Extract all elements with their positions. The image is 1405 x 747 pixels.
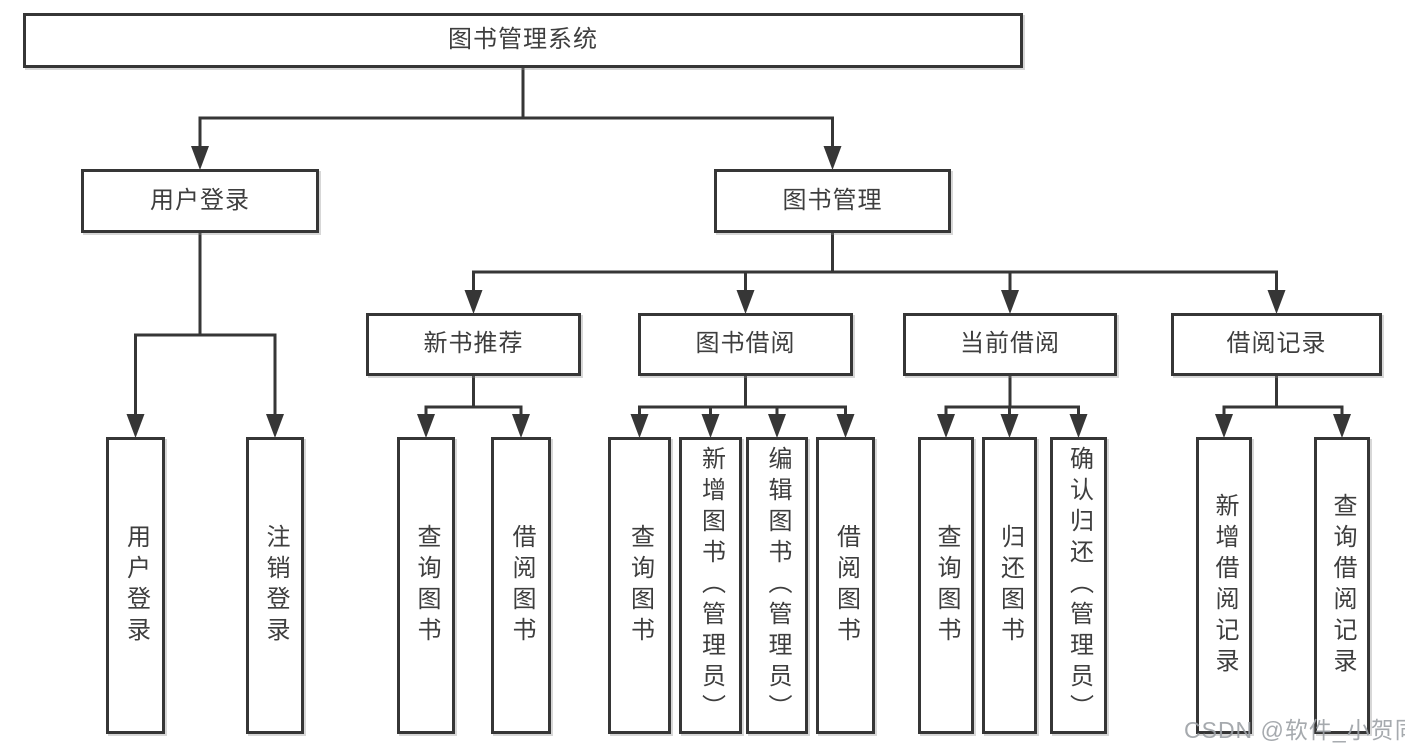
node-user-login: 用户登录 — [81, 169, 319, 233]
watermark-text: CSDN @软件_小贺同学 — [1184, 717, 1405, 743]
leaf-confirm-return-admin-label: 确认归还（管理员） — [1065, 446, 1093, 725]
arrowhead — [417, 414, 435, 438]
node-new-book-recommend-label: 新书推荐 — [423, 330, 524, 358]
leaf-query-books-borrowing-label: 查询图书 — [626, 523, 654, 648]
node-new-book-recommend: 新书推荐 — [366, 313, 581, 376]
leaf-user-login-label: 用户登录 — [122, 523, 150, 648]
arrowhead — [768, 414, 786, 438]
node-book-borrowing-label: 图书借阅 — [695, 330, 796, 358]
leaf-borrow-books-recommend: 借阅图书 — [491, 437, 551, 734]
leaf-borrow-books-borrowing: 借阅图书 — [816, 437, 875, 734]
node-user-login-label: 用户登录 — [150, 186, 250, 214]
node-library-system: 图书管理系统 — [23, 13, 1023, 68]
leaf-add-book-admin: 新增图书（管理员） — [679, 437, 742, 734]
leaf-borrow-books-recommend-label: 借阅图书 — [508, 523, 535, 648]
leaf-user-login: 用户登录 — [106, 437, 165, 734]
leaf-add-book-admin-label: 新增图书（管理员） — [697, 446, 725, 725]
leaf-query-books-recommend-label: 查询图书 — [413, 523, 440, 648]
node-current-borrowing-label: 当前借阅 — [960, 330, 1060, 358]
arrowhead — [1069, 414, 1088, 438]
node-borrowing-records-label: 借阅记录 — [1226, 330, 1327, 358]
leaf-logout-login: 注销登录 — [246, 437, 304, 734]
arrowhead — [937, 414, 955, 438]
leaf-return-books-label: 归还图书 — [996, 523, 1024, 648]
node-book-management-label: 图书管理 — [782, 186, 883, 214]
node-library-system-label: 图书管理系统 — [448, 26, 598, 54]
arrowhead — [512, 414, 530, 438]
arrowhead — [1333, 414, 1351, 438]
arrowhead — [823, 146, 842, 170]
arrowhead — [836, 414, 855, 438]
arrowhead — [1215, 414, 1233, 438]
leaf-query-books-recommend: 查询图书 — [397, 437, 455, 734]
leaf-logout-login-label: 注销登录 — [262, 523, 289, 648]
arrowhead — [1001, 290, 1019, 314]
leaf-query-borrow-record: 查询借阅记录 — [1314, 437, 1370, 734]
leaf-query-books-current-label: 查询图书 — [933, 523, 960, 648]
leaf-edit-book-admin-label: 编辑图书（管理员） — [764, 446, 791, 725]
node-borrowing-records: 借阅记录 — [1171, 313, 1382, 376]
leaf-confirm-return-admin: 确认归还（管理员） — [1050, 437, 1107, 734]
arrowhead — [464, 290, 483, 314]
leaf-borrow-books-borrowing-label: 借阅图书 — [832, 523, 860, 648]
leaf-add-borrow-record: 新增借阅记录 — [1196, 437, 1252, 734]
arrowhead — [126, 414, 145, 438]
node-book-borrowing: 图书借阅 — [638, 313, 853, 376]
leaf-add-borrow-record-label: 新增借阅记录 — [1211, 492, 1238, 679]
arrowhead — [1000, 414, 1019, 438]
leaf-query-books-borrowing: 查询图书 — [608, 437, 671, 734]
leaf-query-borrow-record-label: 查询借阅记录 — [1329, 492, 1356, 679]
arrowhead — [736, 290, 755, 314]
leaf-query-books-current: 查询图书 — [918, 437, 974, 734]
arrowhead — [266, 414, 284, 438]
leaf-return-books: 归还图书 — [982, 437, 1037, 734]
node-book-management: 图书管理 — [714, 169, 951, 233]
arrowhead — [1267, 290, 1286, 314]
arrowhead — [630, 414, 649, 438]
arrowhead — [701, 414, 720, 438]
node-current-borrowing: 当前借阅 — [903, 313, 1117, 376]
arrowhead — [191, 146, 209, 170]
leaf-edit-book-admin: 编辑图书（管理员） — [746, 437, 808, 734]
